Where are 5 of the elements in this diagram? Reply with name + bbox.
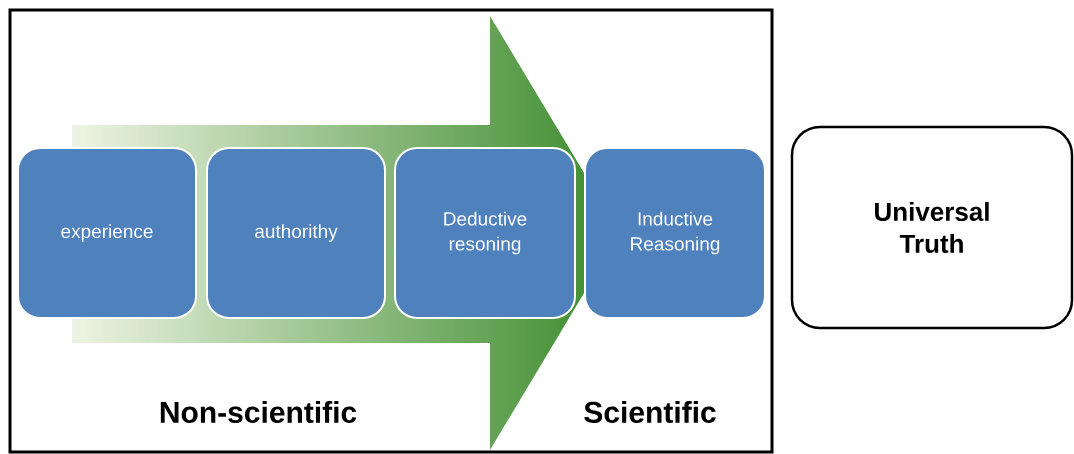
process-box: experience — [17, 147, 197, 319]
rounded-box: Universal Truth — [790, 125, 1074, 330]
process-box: authorithy — [206, 147, 386, 319]
process-box: Deductive resoning — [394, 147, 576, 319]
process-box: Inductive Reasoning — [584, 147, 766, 319]
